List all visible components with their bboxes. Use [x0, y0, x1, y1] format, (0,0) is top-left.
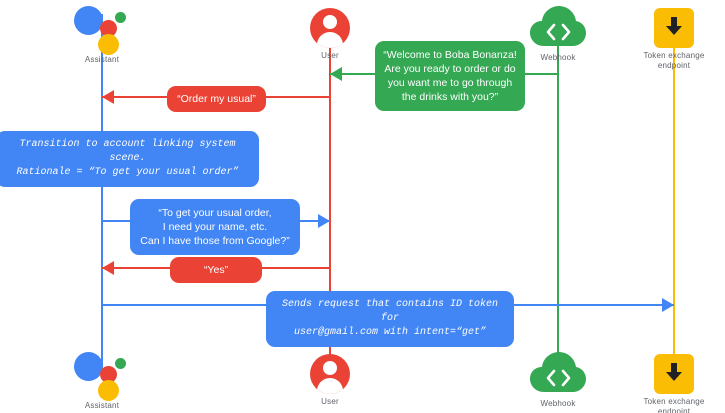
arrow-head-user-to-assistant-order: [102, 90, 114, 104]
actor-assistant-bottom: Assistant: [42, 350, 162, 411]
actor-token-endpoint-bottom: Token exchange endpoint: [614, 350, 725, 413]
actor-webhook-bottom: Webhook: [498, 350, 618, 409]
download-box-icon: [654, 8, 694, 48]
user-avatar-icon: [310, 8, 350, 48]
actor-label-webhook-bottom: Webhook: [540, 399, 576, 408]
actor-assistant-top: Assistant: [42, 4, 162, 65]
actor-label-user-bottom: User: [321, 397, 339, 406]
lifeline-user: [329, 14, 331, 366]
arrow-head-webhook-to-user: [330, 67, 342, 81]
user-avatar-icon-bottom: [310, 354, 350, 394]
lifeline-webhook: [557, 14, 559, 366]
cloud-code-icon-bottom: [530, 352, 586, 396]
actor-label-webhook-top: Webhook: [540, 53, 576, 62]
actor-label-assistant-top: Assistant: [84, 55, 120, 64]
note-sends-request-id-token: Sends request that contains ID token for…: [266, 291, 514, 347]
message-welcome: “Welcome to Boba Bonanza! Are you ready …: [375, 41, 525, 111]
actor-label-assistant-bottom: Assistant: [84, 401, 120, 410]
arrow-head-assistant-to-user-need-name: [318, 214, 330, 228]
arrow-head-user-to-assistant-yes: [102, 261, 114, 275]
actor-label-token-endpoint-bottom: Token exchange endpoint: [643, 397, 705, 413]
actor-label-user-top: User: [321, 51, 339, 60]
message-need-your-name: “To get your usual order, I need your na…: [130, 199, 300, 255]
lifeline-assistant: [101, 14, 103, 366]
actor-label-token-endpoint-top: Token exchange endpoint: [643, 51, 705, 70]
actor-token-endpoint-top: Token exchange endpoint: [614, 4, 725, 71]
message-yes: “Yes”: [170, 257, 262, 283]
google-assistant-icon: [74, 4, 130, 55]
google-assistant-icon-bottom: [74, 350, 130, 401]
cloud-code-icon: [530, 6, 586, 50]
download-box-icon-bottom: [654, 354, 694, 394]
arrow-head-assistant-to-token-endpoint: [662, 298, 674, 312]
actor-user-bottom: User: [270, 350, 390, 407]
message-order-my-usual: “Order my usual”: [167, 86, 266, 112]
note-transition-account-linking: Transition to account linking system sce…: [0, 131, 259, 187]
actor-webhook-top: Webhook: [498, 4, 618, 63]
lifeline-token-exchange-endpoint: [673, 14, 675, 366]
actor-user-top: User: [270, 4, 390, 61]
